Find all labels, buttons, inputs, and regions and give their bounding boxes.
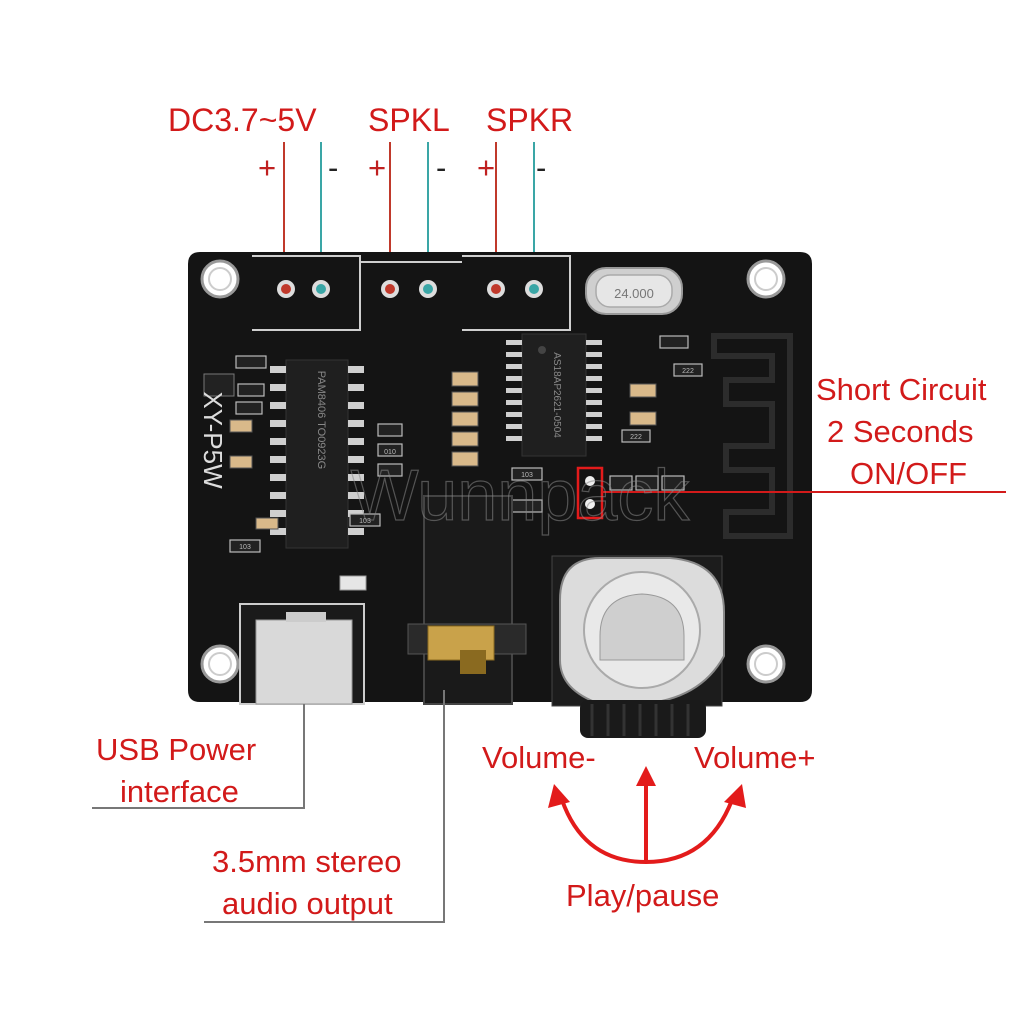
mounting-holes	[200, 259, 786, 684]
short-circuit-line-1: Short Circuit	[816, 372, 987, 407]
svg-text:103: 103	[239, 544, 251, 551]
antenna-trace	[711, 333, 793, 539]
spkr-plus-sign: +	[477, 150, 496, 185]
crystal-oscillator: 24.000	[585, 267, 683, 315]
usb-label-line-1: USB Power	[96, 732, 257, 767]
svg-text:PAM8406 TO0923G: PAM8406 TO0923G	[315, 371, 327, 469]
smd-components	[229, 371, 657, 530]
arrow-heads	[548, 766, 746, 808]
spkl-plus-sign: +	[368, 150, 387, 185]
led	[339, 575, 367, 591]
audio-label-line-1: 3.5mm stereo	[212, 844, 402, 879]
audio-label-line-2: audio output	[222, 886, 393, 921]
volume-minus-label: Volume-	[482, 740, 596, 775]
watermark: Wunnpack	[351, 456, 691, 536]
board-model-text: XY-P5W	[198, 391, 228, 489]
power-terminal-label: DC3.7~5V	[168, 102, 317, 138]
terminal-blocks	[252, 255, 571, 331]
resistor-markings: 010 103 103 222 103 222	[239, 368, 694, 551]
svg-text:24.000: 24.000	[614, 286, 654, 301]
spkr-minus-sign: -	[536, 150, 547, 185]
short-circuit-line-2: 2 Seconds	[827, 414, 974, 449]
switch-component	[203, 373, 235, 397]
rotary-encoder	[551, 555, 725, 738]
short-circuit-line-3: ON/OFF	[850, 456, 968, 491]
spkr-terminal-label: SPKR	[486, 102, 574, 138]
audio-leader	[204, 690, 445, 923]
svg-text:222: 222	[630, 434, 642, 441]
svg-text:103: 103	[359, 518, 371, 525]
amplifier-chip: PAM8406 TO0923G	[270, 359, 364, 549]
svg-text:AS18AP2621-0504: AS18AP2621-0504	[551, 352, 562, 438]
volume-plus-label: Volume+	[694, 740, 816, 775]
usb-port	[239, 603, 365, 705]
usb-leader	[92, 704, 305, 809]
spkl-minus-sign: -	[436, 150, 447, 185]
resistors	[229, 335, 703, 553]
bluetooth-chip: AS18AP2621-0504	[506, 333, 602, 457]
svg-text:222: 222	[682, 368, 694, 375]
usb-label-line-2: interface	[120, 774, 239, 809]
audio-jack-body	[407, 495, 527, 705]
spkl-terminal-label: SPKL	[368, 102, 450, 138]
power-plus-sign: +	[258, 150, 277, 185]
solder-pads	[277, 280, 543, 298]
svg-text:010: 010	[384, 449, 396, 456]
power-minus-sign: -	[328, 150, 339, 185]
volume-arrows	[560, 780, 734, 865]
play-pause-label: Play/pause	[566, 878, 720, 913]
svg-text:103: 103	[521, 472, 533, 479]
